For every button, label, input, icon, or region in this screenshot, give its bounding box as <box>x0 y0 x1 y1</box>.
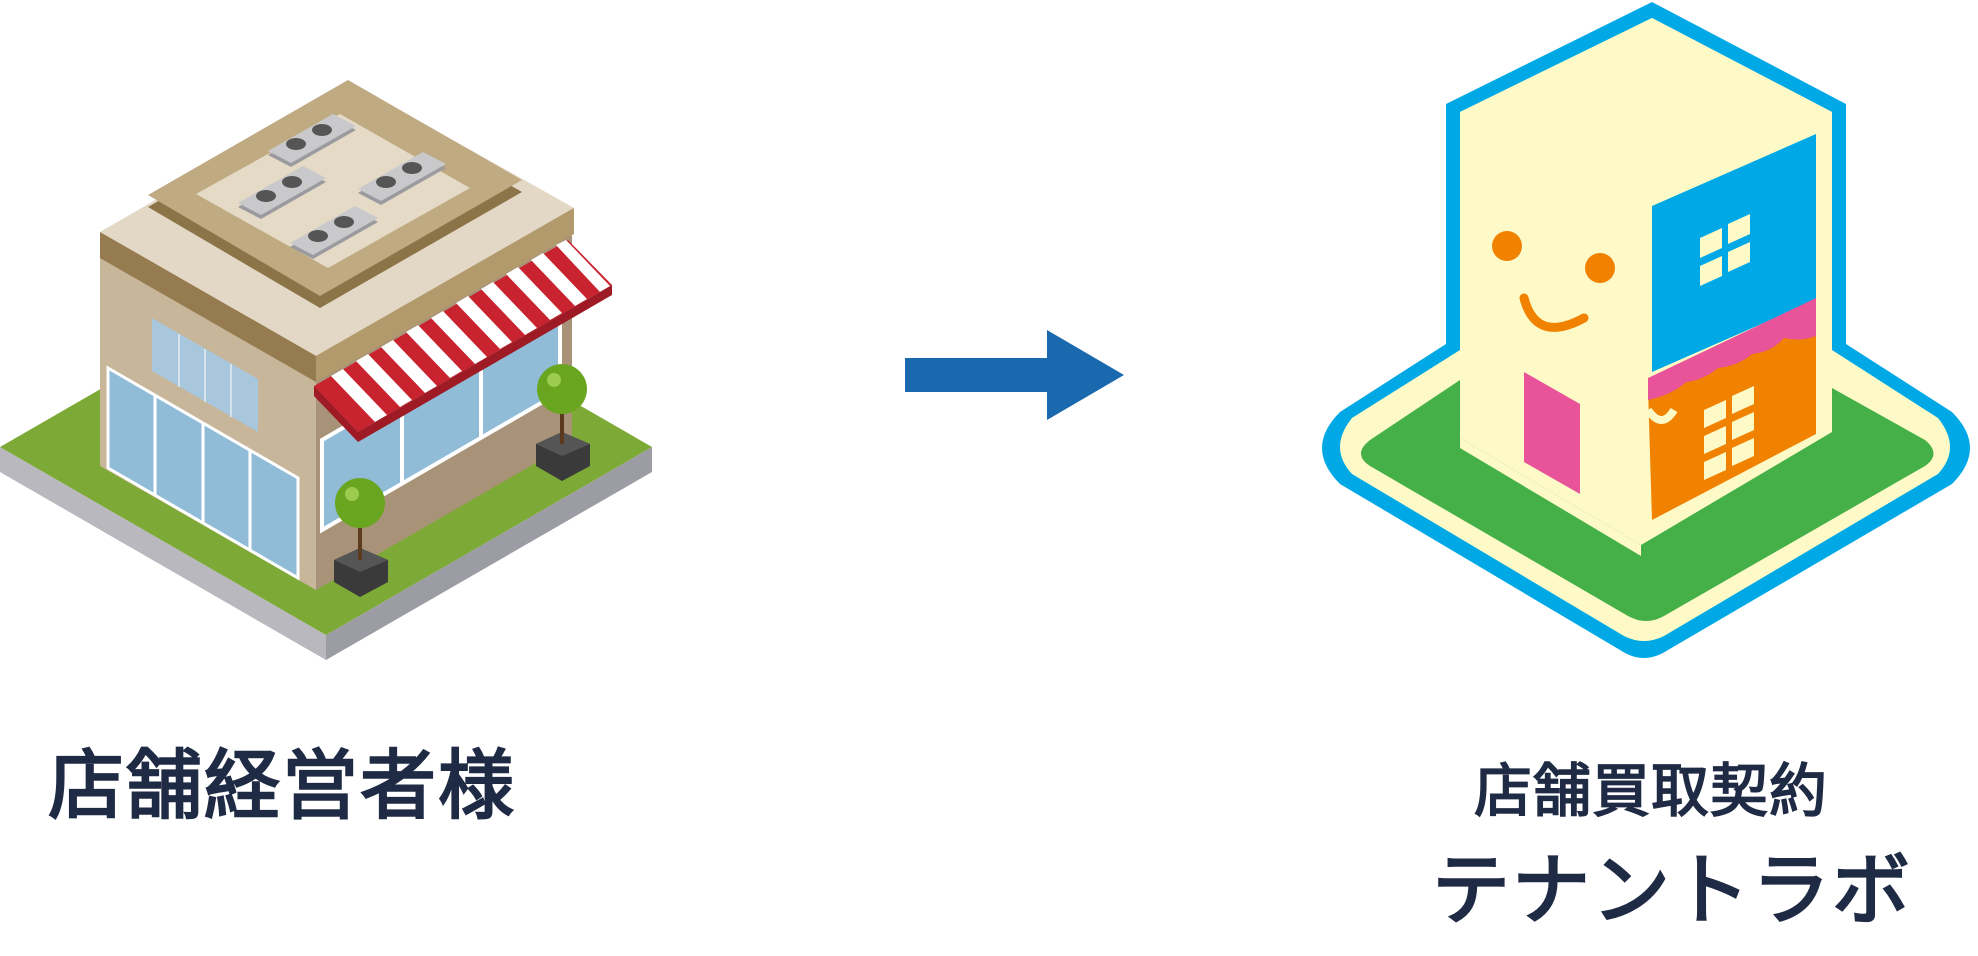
tenant-lab-brand-name: テナントラボ <box>1432 846 1913 936</box>
shop-windows-left <box>106 318 300 581</box>
right-arrow <box>905 330 1124 420</box>
plant-pot-right <box>536 364 590 481</box>
plant-pot-front <box>334 478 388 597</box>
logo-upper-window <box>1700 214 1750 286</box>
logo-lower-window <box>1704 386 1754 480</box>
shop-awning <box>314 240 612 442</box>
logo-door <box>1524 372 1580 494</box>
logo-awning <box>1644 298 1816 424</box>
shop-building-illustration <box>0 80 652 660</box>
shop-owner-label: 店舗経営者様 <box>48 741 516 830</box>
tenant-lab-logo <box>1322 2 1970 658</box>
ac-units <box>238 114 446 259</box>
store-purchase-contract-label: 店舗買取契約 <box>1474 757 1829 825</box>
logo-face <box>1492 231 1615 332</box>
